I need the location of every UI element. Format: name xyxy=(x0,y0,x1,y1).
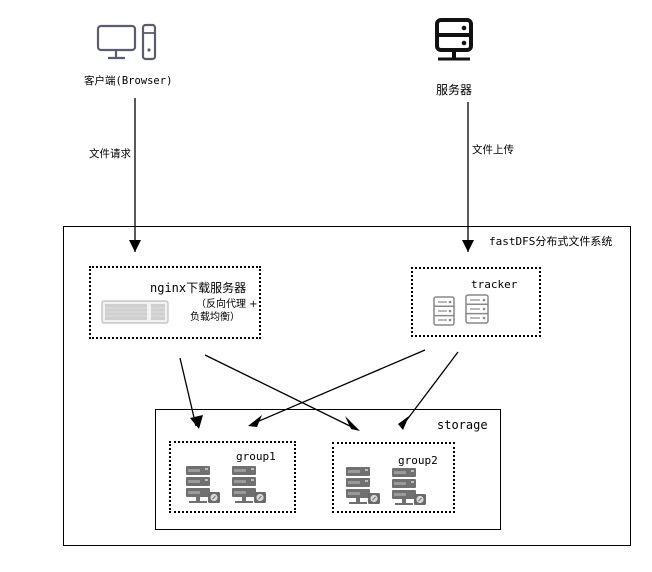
nginx-title: nginx下载服务器 xyxy=(150,279,246,296)
client-label: 客户端(Browser) xyxy=(84,75,173,87)
group2-label: group2 xyxy=(398,454,438,467)
edge-label-file-request: 文件请求 xyxy=(89,148,131,160)
group1-box xyxy=(169,441,296,513)
server-icon xyxy=(435,18,473,61)
client-node: 客户端(Browser) xyxy=(80,18,190,88)
nginx-title-text: nginx下载服务器 xyxy=(150,281,247,295)
group1-label: group1 xyxy=(236,450,276,463)
group2-box xyxy=(332,442,455,513)
fastdfs-system-box xyxy=(63,226,631,546)
desktop-computer-icon xyxy=(96,23,157,61)
tracker-box xyxy=(411,267,541,337)
fastdfs-title: fastDFS分布式文件系统 xyxy=(489,235,613,248)
tracker-title: tracker xyxy=(471,278,518,291)
tracker-server-icon xyxy=(433,294,489,326)
nginx-subtitle-2: 负载均衡） xyxy=(190,312,240,323)
nginx-subtitle-1: （反向代理 + xyxy=(196,299,258,310)
server-label: 服务器 xyxy=(436,83,473,97)
nginx-box xyxy=(89,266,261,339)
server-node: 服务器 xyxy=(420,18,500,98)
storage-title: storage xyxy=(437,418,488,432)
keyboard-icon xyxy=(101,300,169,324)
edge-label-file-upload: 文件上传 xyxy=(472,144,514,156)
